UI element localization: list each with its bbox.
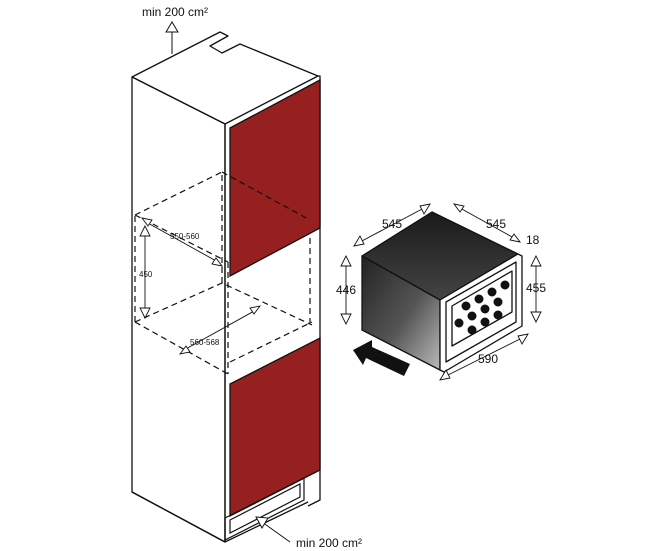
label-niche-height: 450: [139, 270, 153, 279]
label-vent-bottom: min 200 cm²: [296, 536, 362, 550]
wine-cooler: [361, 211, 523, 373]
upper-door-panel: [229, 78, 321, 278]
label-front-width: 590: [478, 352, 498, 366]
niche-outline: [134, 171, 313, 375]
arrow-right-icon: [353, 340, 410, 376]
label-front-thickness: 18: [526, 233, 540, 247]
label-vent-top: min 200 cm²: [142, 5, 208, 19]
label-niche-depth-lower: 560-568: [190, 338, 220, 347]
niche-dimension-arrows: [139, 217, 262, 355]
label-front-height: 455: [526, 281, 546, 295]
bottom-vent-arrow: [255, 516, 291, 543]
appliance-dimension-arrows: [340, 203, 542, 381]
cabinet-top: [131, 31, 319, 125]
label-appliance-width-top: 545: [486, 217, 506, 231]
top-vent-arrow: [165, 21, 179, 54]
tall-cabinet: [131, 31, 321, 543]
lower-door-panel: [229, 336, 321, 518]
bottom-vent: [224, 477, 305, 541]
bottle-icon: [454, 280, 510, 335]
label-appliance-depth: 545: [382, 217, 402, 231]
label-appliance-height: 446: [336, 283, 356, 297]
label-niche-depth-upper: 550-560: [170, 232, 200, 241]
